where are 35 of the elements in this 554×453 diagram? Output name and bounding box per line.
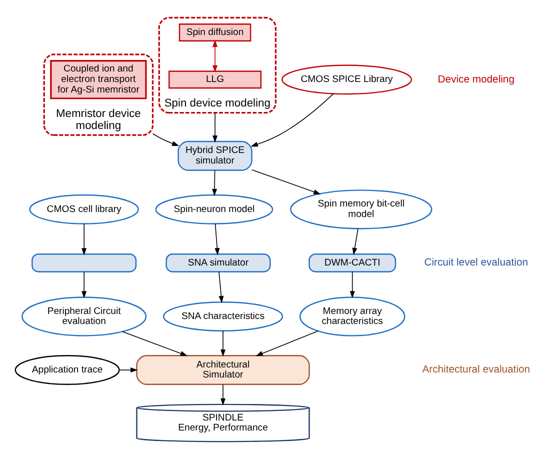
arrow: [220, 330, 226, 357]
node-box: DWM-CACTI: [308, 254, 396, 272]
node-ellipse: CMOS SPICE Library: [281, 64, 412, 95]
arrow: [122, 331, 188, 356]
node-box: LLG: [168, 70, 262, 89]
arrow: [251, 169, 321, 194]
node-ellipse: Application trace: [14, 355, 120, 385]
arrow: [212, 170, 218, 196]
arrow: [218, 271, 224, 304]
node-box: Architectural Simulator: [136, 355, 310, 385]
label: Circuit level evaluation: [424, 258, 528, 269]
arrow: [350, 271, 355, 298]
arrow: [82, 271, 87, 298]
arrow: [152, 133, 180, 146]
node-ellipse: CMOS cell library: [29, 194, 139, 224]
arrow: [250, 93, 334, 147]
arrow: [256, 330, 318, 356]
node-box: Coupled ion and electron transport for Ag-Si memristor: [50, 60, 147, 100]
node-ellipse: SNA characteristics: [162, 302, 284, 332]
label: Architectural evaluation: [422, 364, 530, 376]
arrow: [212, 112, 218, 143]
arrow: [119, 367, 138, 373]
arrow: [220, 384, 226, 406]
node-box: Hybrid SPICE simulator: [178, 140, 252, 171]
node-ellipse: Spin-neuron model: [155, 194, 274, 224]
arrow: [214, 223, 220, 256]
node-box: Spin diffusion: [178, 24, 252, 42]
node-ellipse: Peripheral Circuit evaluation: [22, 296, 147, 336]
arrow: [82, 223, 87, 256]
node-box: [32, 254, 137, 272]
arrow: [352, 228, 358, 256]
arrow: [212, 40, 218, 72]
node-ellipse: Memory array characteristics: [299, 296, 406, 336]
node-box: SNA simulator: [166, 254, 271, 272]
label: Device modeling: [438, 74, 514, 86]
